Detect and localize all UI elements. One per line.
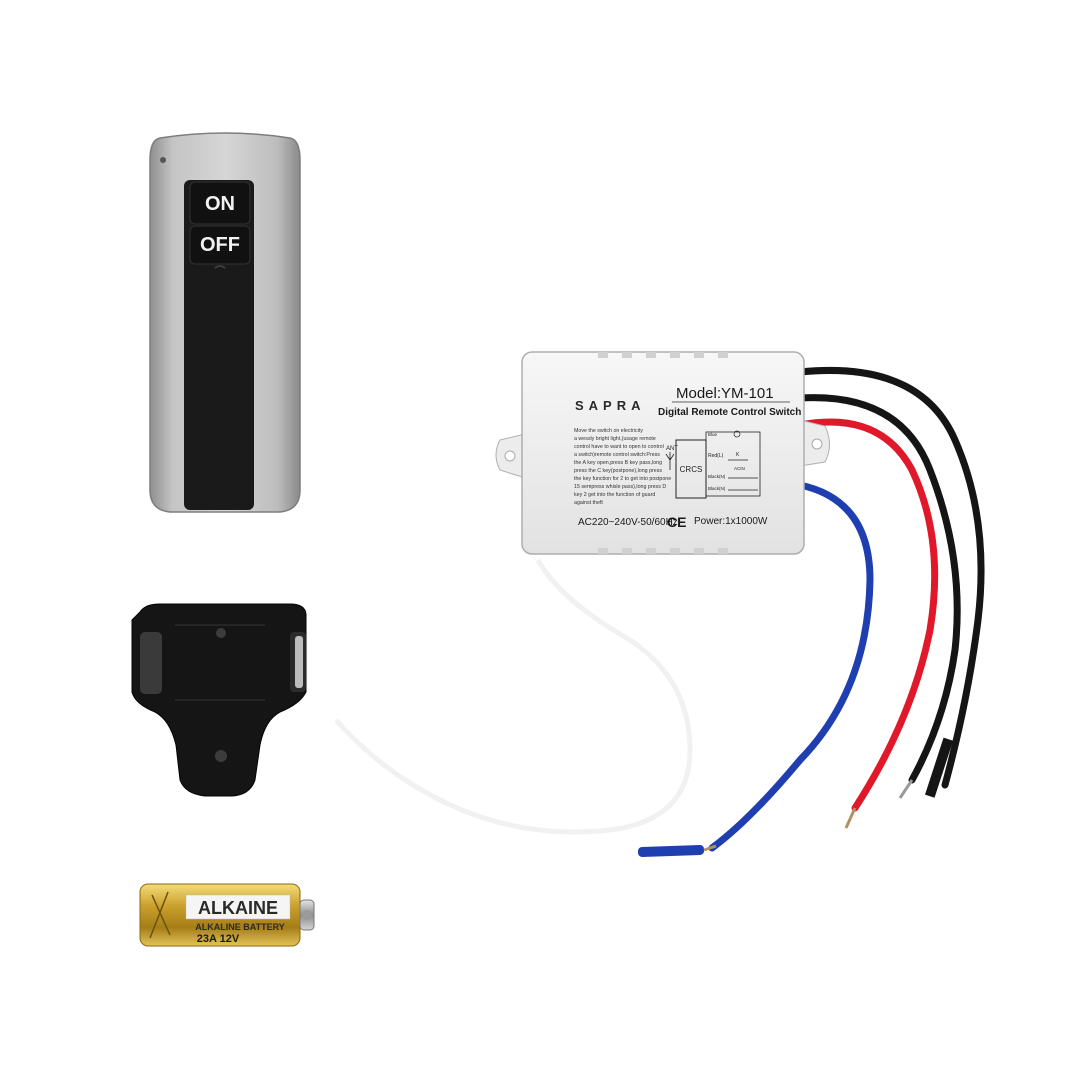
screw-hole [215, 750, 227, 762]
off-button[interactable] [189, 225, 251, 265]
svg-text:Black(N): Black(N) [708, 486, 726, 491]
svg-text:Blue: Blue [708, 432, 718, 437]
battery-brand: ALKAINE [198, 898, 278, 918]
wiring-diagram: ANT CRCS Blue Red(L) K ACIN Black(N) Bla… [665, 430, 761, 499]
model-label: Model:YM-101 [676, 385, 774, 402]
antenna-wire-white [334, 559, 693, 834]
wire-red [796, 418, 939, 812]
svg-text:Red(L): Red(L) [708, 453, 724, 459]
remote-led-indicator [160, 157, 166, 163]
wire-black-2 [796, 394, 961, 784]
svg-text:a switch)remote control switch: a switch)remote control switch:Press [574, 452, 660, 458]
svg-text:press the C key(postpone),long: press the C key(postpone),long press [574, 468, 662, 474]
wire-black-1 [796, 366, 985, 789]
wall-mount-holder [131, 603, 307, 797]
battery-type: ALKALINE BATTERY [195, 922, 285, 932]
remote-control: ON OFF [149, 132, 301, 513]
svg-text:Move the switch on electricity: Move the switch on electricity [574, 428, 643, 434]
wire-blue [708, 481, 874, 852]
svg-text:control have to want to open t: control have to want to open to control [574, 444, 664, 450]
svg-text:a wessly bright light,(usage r: a wessly bright light,(usage remote [574, 436, 656, 442]
instructions-text: Move the switch on electricity a wessly … [574, 428, 671, 506]
on-button[interactable] [189, 181, 251, 225]
svg-text:the A key open,press B key pas: the A key open,press B key pass,long [574, 460, 662, 466]
svg-text:K: K [736, 452, 740, 458]
receiver-module: SAPRA Model:YM-101 Digital Remote Contro… [495, 351, 830, 555]
svg-text:ANT: ANT [666, 446, 678, 452]
power-label: Power:1x1000W [694, 516, 768, 527]
screw-hole [216, 628, 226, 638]
svg-text:key 2 get into the function of: key 2 get into the function of guard [574, 492, 655, 498]
svg-text:Black(N): Black(N) [708, 474, 726, 479]
off-button-label: OFF [200, 234, 240, 256]
brand-label: SAPRA [575, 398, 646, 413]
svg-text:ACIN: ACIN [734, 466, 745, 471]
svg-text:against theft: against theft [574, 500, 603, 506]
battery-spec: 23A 12V [197, 933, 240, 945]
product-name-label: Digital Remote Control Switch [658, 407, 801, 418]
ce-mark: CE [667, 514, 686, 530]
on-button-label: ON [205, 193, 235, 215]
battery-23a: ALKAINE ALKALINE BATTERY 23A 12V [139, 883, 315, 947]
chip-label: CRCS [680, 465, 703, 474]
svg-text:the key function for 2 to get: the key function for 2 to get into postp… [574, 476, 671, 482]
voltage-label: AC220~240V-50/60Hz [578, 517, 678, 528]
svg-text:15 sempress whisle pass),long: 15 sempress whisle pass),long press D [574, 484, 666, 490]
